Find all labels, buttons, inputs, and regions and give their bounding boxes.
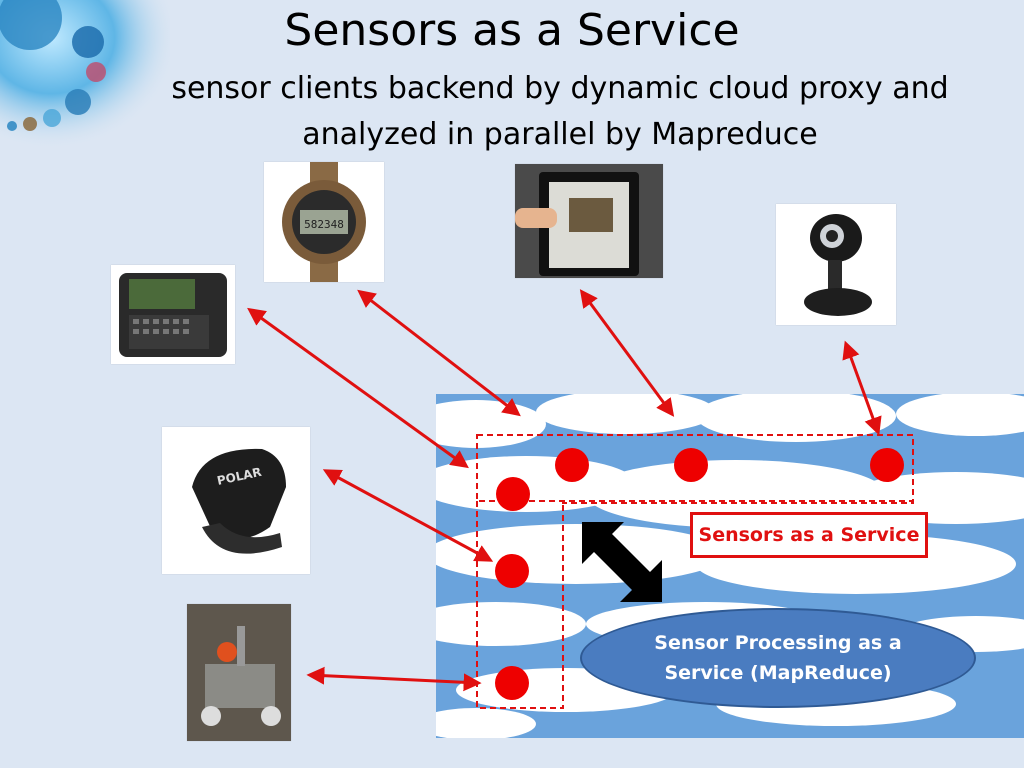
arrow-tablet xyxy=(579,289,675,417)
arrow-robot xyxy=(306,666,482,692)
sensor-node xyxy=(496,477,530,511)
webcam-image xyxy=(776,204,896,325)
sensor-node xyxy=(674,448,708,482)
sensor-node xyxy=(555,448,589,482)
sensor-proxy-column-region xyxy=(476,501,564,709)
processing-region xyxy=(562,501,914,504)
sensor-node xyxy=(495,554,529,588)
sensor-proxy-region xyxy=(476,434,914,502)
slide-subtitle: sensor clients backend by dynamic cloud … xyxy=(171,71,949,152)
mapreduce-label: Sensor Processing as a Service (MapReduc… xyxy=(654,632,902,684)
watch-image: 582348 xyxy=(264,162,384,282)
arrow-smartphone xyxy=(247,307,469,469)
black-double-arrow xyxy=(582,522,662,602)
mapreduce-ellipse: Sensor Processing as a Service (MapReduc… xyxy=(580,608,976,708)
arrow-watch xyxy=(357,289,521,417)
sensor-node xyxy=(870,448,904,482)
slide-title: Sensors as a Service xyxy=(284,5,740,56)
globe-decoration xyxy=(0,0,170,150)
sensor-node xyxy=(495,666,529,700)
smartphone-image xyxy=(111,265,235,364)
tablet-image xyxy=(515,164,663,278)
arrow-webcam xyxy=(842,340,882,436)
saas-label: Sensors as a Service xyxy=(690,512,928,558)
robot-image xyxy=(187,604,291,741)
arrow-heart-rate xyxy=(322,469,494,562)
watch-display-text: 582348 xyxy=(304,218,344,231)
